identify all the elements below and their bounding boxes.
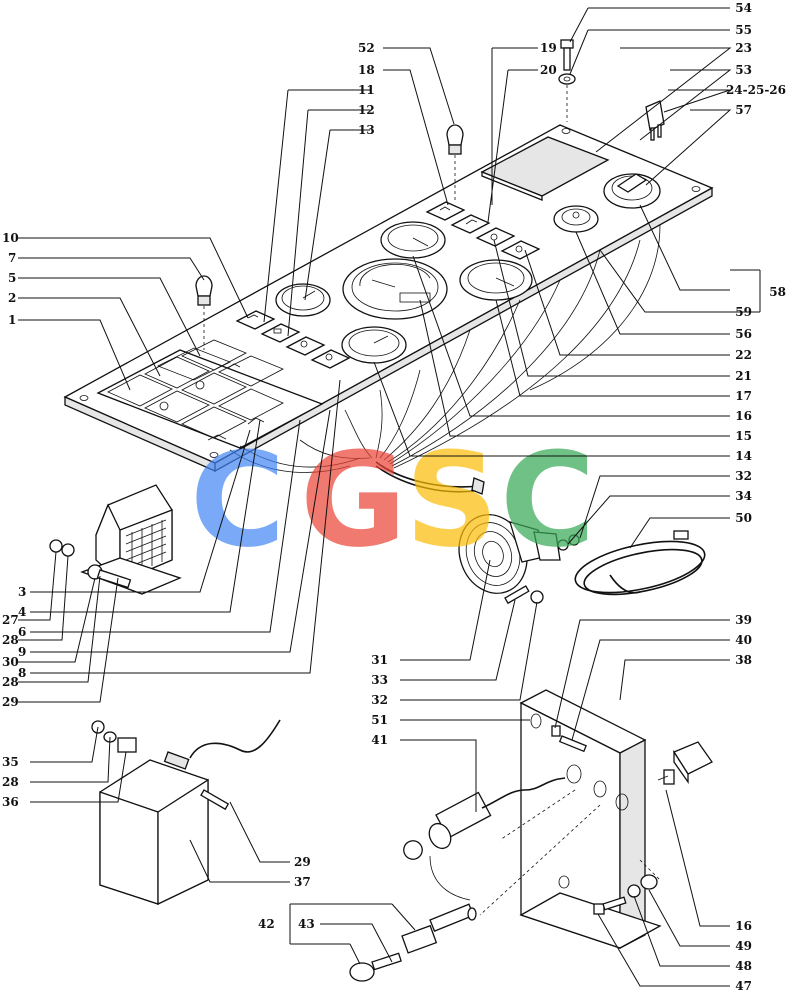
callout-16-lower: 16 bbox=[735, 919, 752, 933]
display-module bbox=[480, 136, 610, 201]
callout-12: 12 bbox=[358, 103, 375, 117]
callout-23: 23 bbox=[735, 41, 752, 55]
callout-20: 20 bbox=[540, 63, 557, 77]
callout-14: 14 bbox=[735, 449, 752, 463]
callout-32-lower: 32 bbox=[371, 693, 388, 707]
callout-6: 6 bbox=[18, 625, 26, 639]
callout-52: 52 bbox=[358, 41, 375, 55]
callout-58: 58 bbox=[769, 285, 786, 299]
callout-49: 49 bbox=[735, 939, 752, 953]
callout-37: 37 bbox=[294, 875, 311, 889]
gauge-large-center bbox=[342, 258, 448, 320]
callout-55: 55 bbox=[735, 23, 752, 37]
control-module bbox=[91, 719, 281, 906]
callout-16-upper: 16 bbox=[735, 409, 752, 423]
callout-28-third: 28 bbox=[2, 775, 19, 789]
buzzer-assembly bbox=[49, 484, 182, 595]
wiring-harness bbox=[229, 224, 661, 495]
callout-4: 4 bbox=[18, 605, 26, 619]
callout-51: 51 bbox=[371, 713, 388, 727]
callout-35: 35 bbox=[2, 755, 19, 769]
bolt-lower-right bbox=[593, 874, 658, 915]
callout-56: 56 bbox=[735, 327, 752, 341]
callout-39: 39 bbox=[735, 613, 752, 627]
connector-plug bbox=[403, 777, 566, 901]
callout-47: 47 bbox=[735, 979, 752, 993]
callout-17: 17 bbox=[735, 389, 752, 403]
callout-33: 33 bbox=[371, 673, 388, 687]
gauge-upper bbox=[380, 221, 446, 259]
callout-43: 43 bbox=[298, 917, 315, 931]
callout-36: 36 bbox=[2, 795, 19, 809]
leader-lines bbox=[18, 7, 761, 987]
callout-3: 3 bbox=[18, 585, 26, 599]
warning-light-block bbox=[96, 339, 324, 449]
watermark-letter-4: C bbox=[500, 424, 595, 576]
cgsc-watermark: C G S C bbox=[190, 424, 595, 576]
callout-41: 41 bbox=[371, 733, 388, 747]
screw-top-right bbox=[558, 39, 576, 122]
callout-9: 9 bbox=[18, 645, 26, 659]
callout-57: 57 bbox=[735, 103, 752, 117]
callout-13: 13 bbox=[358, 123, 375, 137]
bulb-left bbox=[195, 275, 213, 350]
callout-53: 53 bbox=[735, 63, 752, 77]
callout-2: 2 bbox=[8, 291, 16, 305]
callout-28-first: 28 bbox=[2, 633, 19, 647]
bracket-plate bbox=[479, 689, 662, 950]
callout-38: 38 bbox=[735, 653, 752, 667]
callout-19: 19 bbox=[540, 41, 557, 55]
callout-31: 31 bbox=[371, 653, 388, 667]
horn-assembly bbox=[458, 514, 580, 605]
callout-48: 48 bbox=[735, 959, 752, 973]
fuse bbox=[645, 100, 665, 141]
callout-22: 22 bbox=[735, 348, 752, 362]
gauge-small-center bbox=[341, 326, 407, 364]
knob-assembly bbox=[349, 903, 477, 982]
callout-34: 34 bbox=[735, 489, 752, 503]
power-socket bbox=[553, 205, 599, 233]
gauge-small-left bbox=[275, 283, 331, 317]
callout-27: 27 bbox=[2, 613, 19, 627]
callout-21: 21 bbox=[735, 369, 752, 383]
bulb-top bbox=[446, 124, 464, 200]
callout-5: 5 bbox=[8, 271, 16, 285]
callout-54: 54 bbox=[735, 1, 752, 15]
gauge-right bbox=[459, 259, 533, 301]
callout-8: 8 bbox=[18, 666, 26, 680]
callout-50: 50 bbox=[735, 511, 752, 525]
callout-59: 59 bbox=[735, 305, 752, 319]
indicator-tiles-right bbox=[425, 201, 541, 260]
callout-24-25-26: 24-25-26 bbox=[726, 83, 786, 97]
cable-coil bbox=[574, 530, 706, 596]
callout-10: 10 bbox=[2, 231, 19, 245]
callout-29-first: 29 bbox=[2, 695, 19, 709]
callout-40: 40 bbox=[735, 633, 752, 647]
callout-1: 1 bbox=[8, 313, 16, 327]
watermark-letter-1: C bbox=[190, 424, 285, 576]
callout-29-second: 29 bbox=[294, 855, 311, 869]
callout-42: 42 bbox=[258, 917, 275, 931]
watermark-letter-3: S bbox=[405, 424, 499, 576]
callout-28-second: 28 bbox=[2, 675, 19, 689]
callout-32-upper: 32 bbox=[735, 469, 752, 483]
callout-15: 15 bbox=[735, 429, 752, 443]
ignition-switch bbox=[603, 173, 661, 209]
callout-11: 11 bbox=[358, 83, 375, 97]
watermark-letter-2: G bbox=[300, 424, 407, 576]
toggle-switch bbox=[657, 741, 713, 785]
callout-18: 18 bbox=[358, 63, 375, 77]
callout-7: 7 bbox=[8, 251, 16, 265]
callout-30: 30 bbox=[2, 655, 19, 669]
buzzer-grille bbox=[125, 519, 167, 574]
